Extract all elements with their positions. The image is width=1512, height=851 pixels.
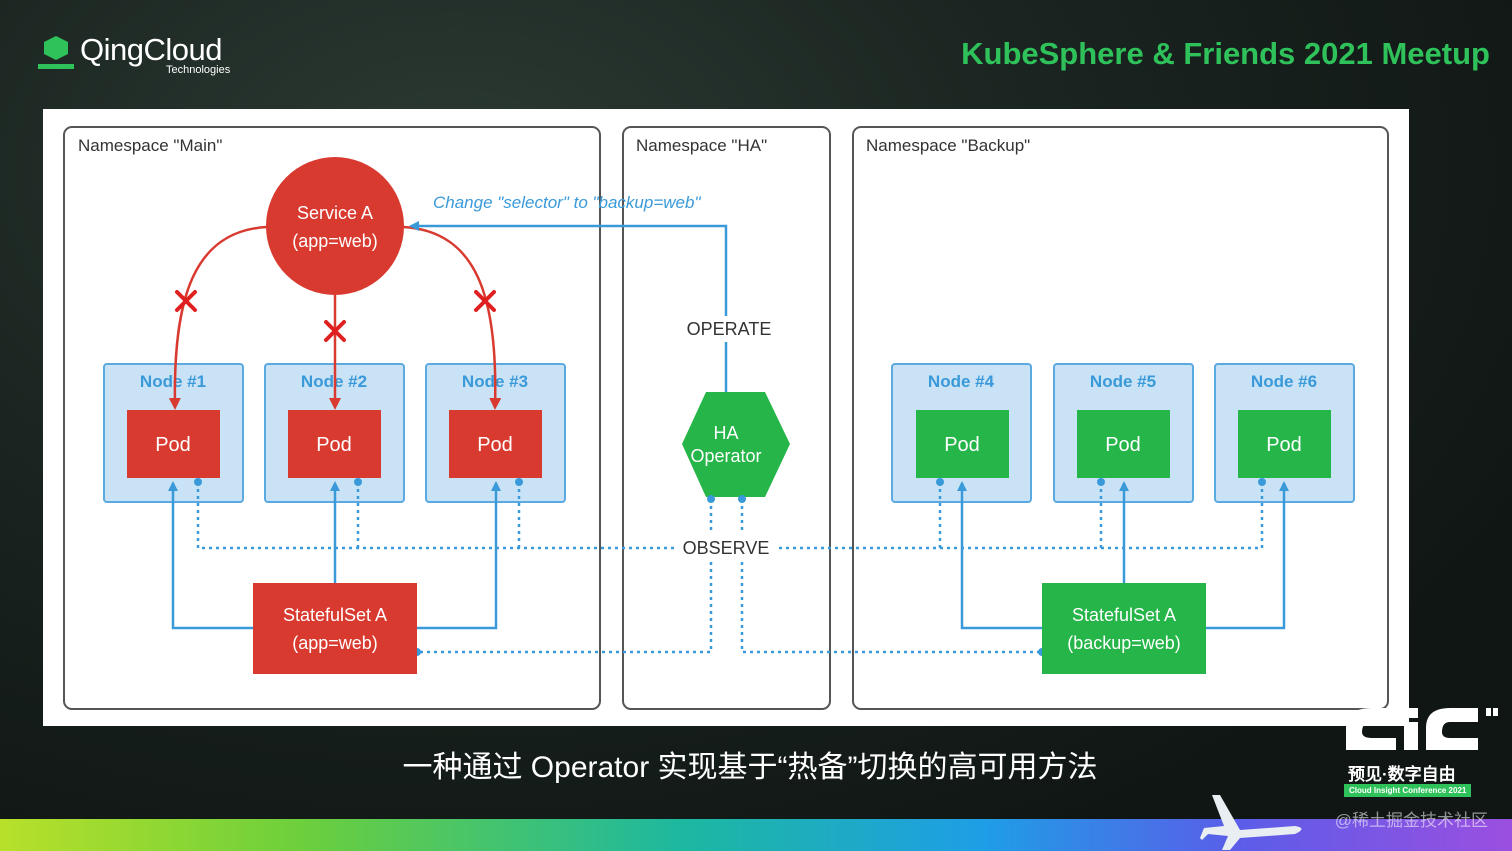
node-6: Node #6 Pod (1214, 363, 1355, 503)
cic-logo-icon (1346, 708, 1498, 750)
namespace-ha (622, 126, 831, 710)
service-a-name: Service A (297, 203, 373, 223)
node-4-label: Node #4 (928, 372, 995, 391)
service-a: Service A (app=web) (266, 157, 404, 295)
conference-logo: 预见·数字自由 Cloud Insight Conference 2021 (1340, 706, 1505, 802)
namespace-backup (852, 126, 1389, 710)
statefulset-main-selector: (app=web) (292, 633, 378, 653)
ha-operator: HA Operator (682, 392, 790, 497)
service-a-selector: (app=web) (292, 231, 378, 251)
node-5: Node #5 Pod (1053, 363, 1194, 503)
pod-2-label: Pod (316, 434, 352, 456)
node-4: Node #4 Pod (891, 363, 1032, 503)
statefulset-main-connectors (168, 481, 501, 630)
service-to-pod-3-arrow (402, 225, 502, 410)
namespace-main-label: Namespace "Main" (78, 136, 222, 155)
ha-operator-line2: Operator (690, 446, 761, 466)
node-5-label: Node #5 (1090, 372, 1156, 391)
logo-name: QingCloud (80, 32, 222, 67)
observe-label: OBSERVE (683, 538, 770, 558)
change-selector-label: Change "selector" to "backup=web" (433, 193, 701, 212)
logo-subtitle: Technologies (166, 64, 231, 76)
node-2: Node #2 Pod (264, 363, 405, 503)
cut-x-icon (474, 290, 496, 312)
conference-name: 预见·数字自由 (1348, 765, 1456, 784)
statefulset-main: StatefulSet A (app=web) (253, 583, 417, 674)
node-6-label: Node #6 (1251, 372, 1317, 391)
node-1-label: Node #1 (140, 372, 206, 391)
pod-5-label: Pod (1105, 434, 1141, 456)
watermark: @稀土掘金技术社区 (1334, 811, 1488, 830)
airplane-icon (1200, 795, 1302, 850)
namespace-backup-label: Namespace "Backup" (866, 136, 1030, 155)
node-1: Node #1 Pod (103, 363, 244, 503)
cut-x-icon (324, 320, 346, 342)
qingcloud-logo-icon (38, 36, 74, 69)
statefulset-backup-selector: (backup=web) (1067, 633, 1181, 653)
service-to-pod-1-arrow (168, 225, 268, 410)
cut-x-icon (175, 290, 197, 312)
statefulset-backup-connectors (957, 481, 1289, 630)
statefulset-main-name: StatefulSet A (283, 605, 387, 625)
event-title: KubeSphere & Friends 2021 Meetup (961, 36, 1490, 71)
pod-1-label: Pod (155, 434, 191, 456)
ha-operator-line1: HA (713, 423, 738, 443)
operate-label: OPERATE (687, 319, 772, 339)
pod-3-label: Pod (477, 434, 513, 456)
pod-4-label: Pod (944, 434, 980, 456)
statefulset-backup: StatefulSet A (backup=web) (1042, 583, 1206, 674)
conference-subtitle: Cloud Insight Conference 2021 (1344, 784, 1472, 797)
video-subtitle: 一种通过 Operator 实现基于“热备”切换的高可用方法 (402, 751, 1098, 784)
namespace-main (63, 126, 601, 710)
ha-operator-diagram: Namespace "Main" Namespace "HA" Namespac… (43, 109, 1409, 726)
pod-6-label: Pod (1266, 434, 1302, 456)
statefulset-backup-name: StatefulSet A (1072, 605, 1176, 625)
namespace-ha-label: Namespace "HA" (636, 136, 767, 155)
